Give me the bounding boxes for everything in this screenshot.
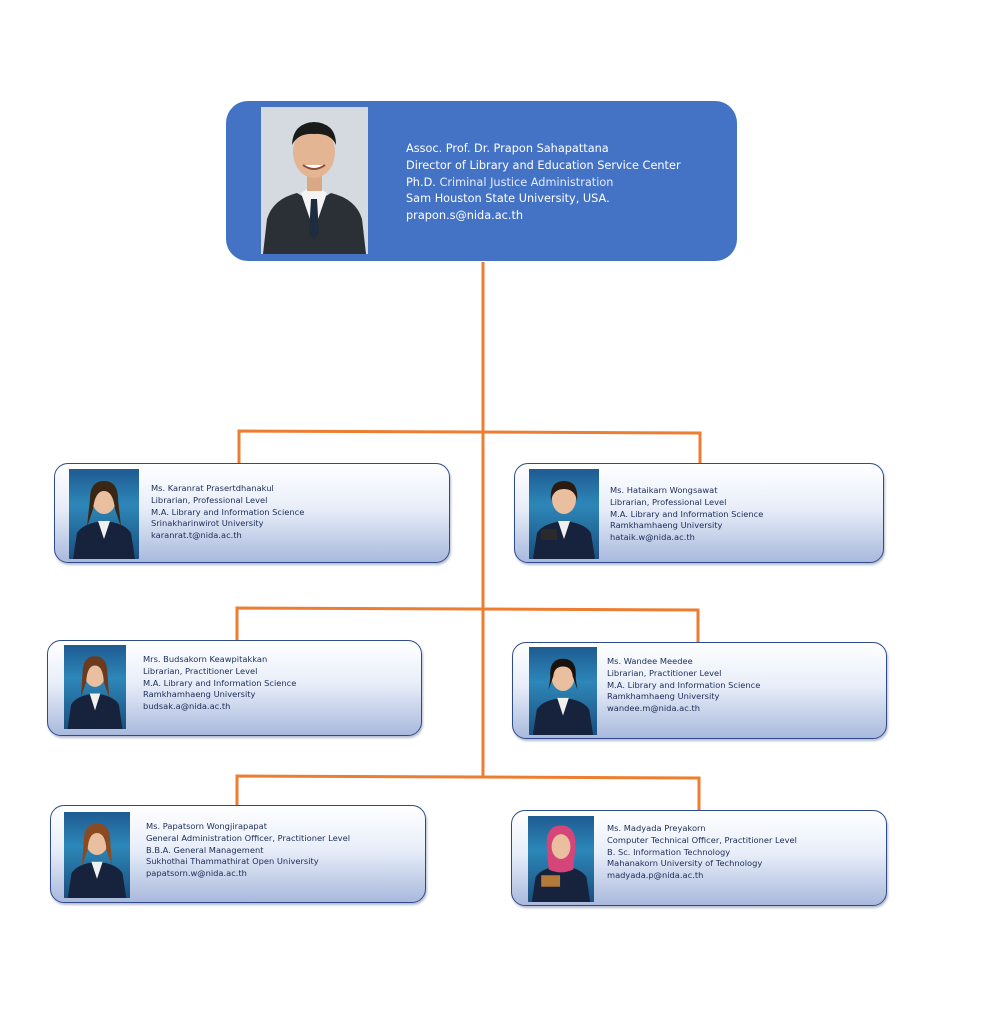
staff-university: Mahanakorn University of Technology [607, 858, 763, 869]
director-photo [261, 107, 368, 254]
director-degree-prefix: Ph.D. [406, 175, 436, 189]
staff-position: Computer Technical Officer, Practitioner… [607, 834, 797, 845]
staff-university: Srinakharinwirot University [151, 518, 264, 529]
staff-degree: B.B.A. General Management [146, 844, 264, 855]
staff-info: Ms. Karanrat Prasertdhanakul Librarian, … [151, 483, 304, 542]
director-info: Assoc. Prof. Dr. Prapon Sahapattana Dire… [406, 141, 681, 225]
staff-name: Ms. Papatsorn Wongjirapapat [146, 821, 268, 831]
staff-degree: M.A. Library and Information Science [143, 677, 297, 688]
staff-university: Sukhothai Thammathirat Open University [146, 856, 319, 867]
staff-name: Ms. Madyada Preyakorn [607, 823, 706, 833]
staff-university: Ramkhamhaeng University [143, 689, 256, 700]
staff-university: Ramkhamhaeng University [610, 520, 723, 531]
staff-card: Ms. Wandee Meedee Librarian, Practitione… [512, 642, 887, 739]
staff-degree: M.A. Library and Information Science [607, 679, 761, 690]
staff-card: Ms. Madyada Preyakorn Computer Technical… [511, 810, 887, 906]
staff-email: madyada.p@nida.ac.th [607, 870, 704, 881]
director-card: Assoc. Prof. Dr. Prapon Sahapattana Dire… [226, 101, 737, 261]
staff-info: Mrs. Budsakorn Keawpitakkan Librarian, P… [143, 654, 296, 713]
staff-photo [529, 647, 597, 735]
staff-card: Ms. Hataikarn Wongsawat Librarian, Profe… [514, 463, 884, 563]
staff-info: Ms. Papatsorn Wongjirapapat General Admi… [146, 821, 350, 880]
staff-info: Ms. Wandee Meedee Librarian, Practitione… [607, 656, 760, 715]
staff-email: papatsorn.w@nida.ac.th [146, 868, 247, 879]
director-degree: Ph.D. Criminal Justice Administration [406, 175, 681, 192]
director-degree-field: Criminal Justice Administration [439, 175, 614, 189]
staff-name: Ms. Karanrat Prasertdhanakul [151, 483, 274, 493]
staff-name: Mrs. Budsakorn Keawpitakkan [143, 654, 268, 664]
staff-email: budsak.a@nida.ac.th [143, 701, 231, 712]
staff-info: Ms. Hataikarn Wongsawat Librarian, Profe… [610, 485, 763, 544]
staff-card: Mrs. Budsakorn Keawpitakkan Librarian, P… [47, 640, 422, 736]
director-name: Assoc. Prof. Dr. Prapon Sahapattana [406, 142, 609, 155]
staff-degree: M.A. Library and Information Science [151, 506, 305, 517]
staff-email: wandee.m@nida.ac.th [607, 703, 700, 714]
staff-position: Librarian, Practitioner Level [607, 667, 722, 678]
staff-email: hataik.w@nida.ac.th [610, 532, 695, 543]
director-position: Director of Library and Education Servic… [406, 158, 681, 172]
staff-position: Librarian, Practitioner Level [143, 665, 258, 676]
staff-degree: B. Sc. Information Technology [607, 846, 731, 857]
staff-card: Ms. Papatsorn Wongjirapapat General Admi… [50, 805, 426, 903]
staff-photo [529, 469, 599, 559]
staff-name: Ms. Wandee Meedee [607, 656, 693, 666]
staff-email: karanrat.t@nida.ac.th [151, 530, 242, 541]
staff-photo [64, 645, 126, 729]
director-university: Sam Houston State University, USA. [406, 192, 610, 206]
branch-row-1 [237, 429, 702, 463]
staff-photo [69, 469, 139, 559]
staff-name: Ms. Hataikarn Wongsawat [610, 485, 718, 495]
branch-row-2 [235, 606, 700, 642]
staff-degree: M.A. Library and Information Science [610, 508, 764, 519]
staff-university: Ramkhamhaeng University [607, 691, 720, 702]
staff-info: Ms. Madyada Preyakorn Computer Technical… [607, 823, 797, 882]
staff-position: General Administration Officer, Practiti… [146, 832, 351, 843]
staff-photo [64, 812, 130, 898]
staff-photo [528, 816, 594, 902]
branch-row-3 [235, 774, 701, 810]
director-email: prapon.s@nida.ac.th [406, 209, 524, 223]
staff-position: Librarian, Professional Level [151, 494, 268, 505]
staff-position: Librarian, Professional Level [610, 496, 727, 507]
staff-card: Ms. Karanrat Prasertdhanakul Librarian, … [54, 463, 450, 563]
